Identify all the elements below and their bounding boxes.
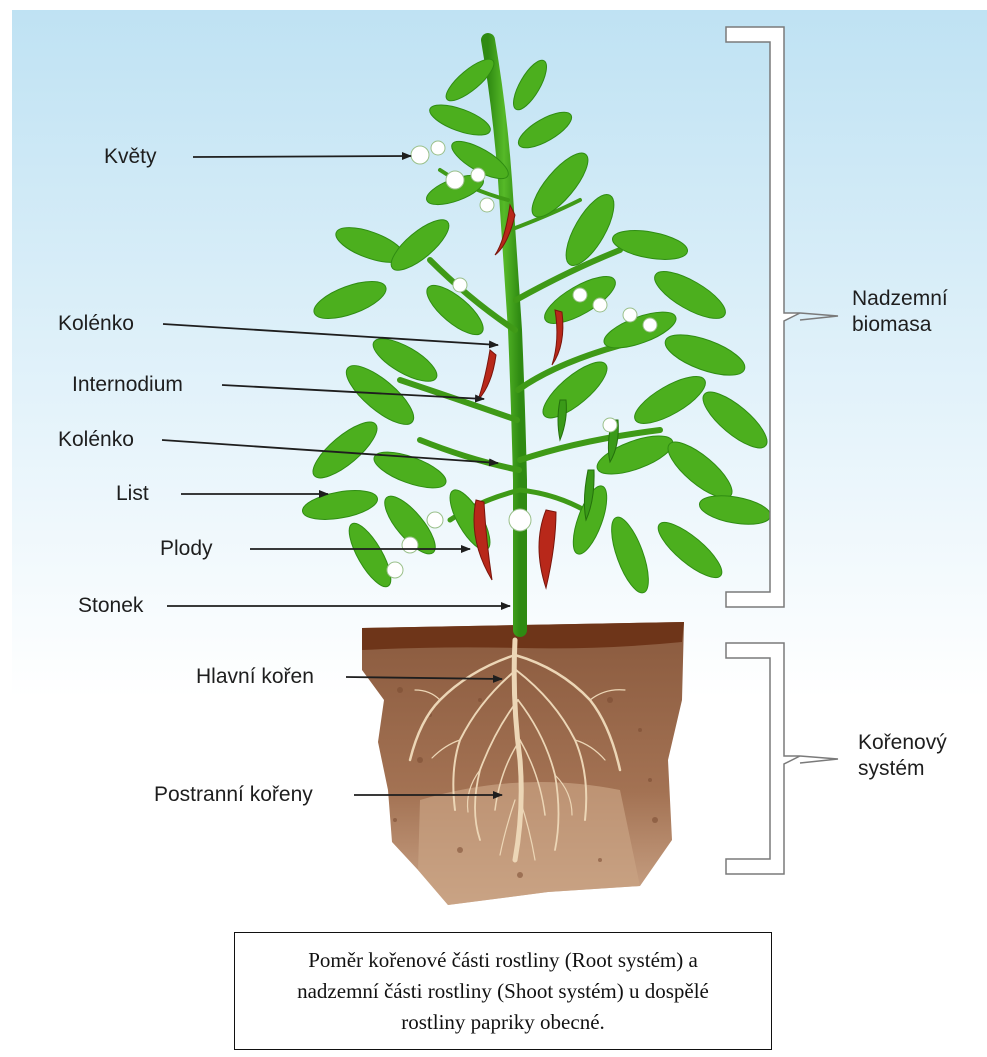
label-hlavni-koren: Hlavní kořen [196,665,314,689]
label-stonek: Stonek [78,594,143,618]
label-postranni-koreny: Postranní kořeny [154,783,313,807]
label-kolenko-lower: Kolénko [58,428,134,452]
label-list: List [116,482,149,506]
caption-text: Poměr kořenové části rostliny (Root syst… [268,945,738,1038]
label-plody: Plody [160,537,213,561]
label-kvety: Květy [104,145,157,169]
label-root-system: Kořenový systém [858,730,947,782]
label-kolenko-upper: Kolénko [58,312,134,336]
label-shoot-line2: biomasa [852,312,948,338]
arrow-kvety [193,156,411,157]
label-internodium: Internodium [72,373,183,397]
label-root-line1: Kořenový [858,730,947,756]
label-shoot-line1: Nadzemní [852,286,948,312]
caption-box: Poměr kořenové části rostliny (Root syst… [234,932,772,1050]
soil-block [362,622,684,905]
label-shoot-biomass: Nadzemní biomasa [852,286,948,338]
label-root-line2: systém [858,756,947,782]
